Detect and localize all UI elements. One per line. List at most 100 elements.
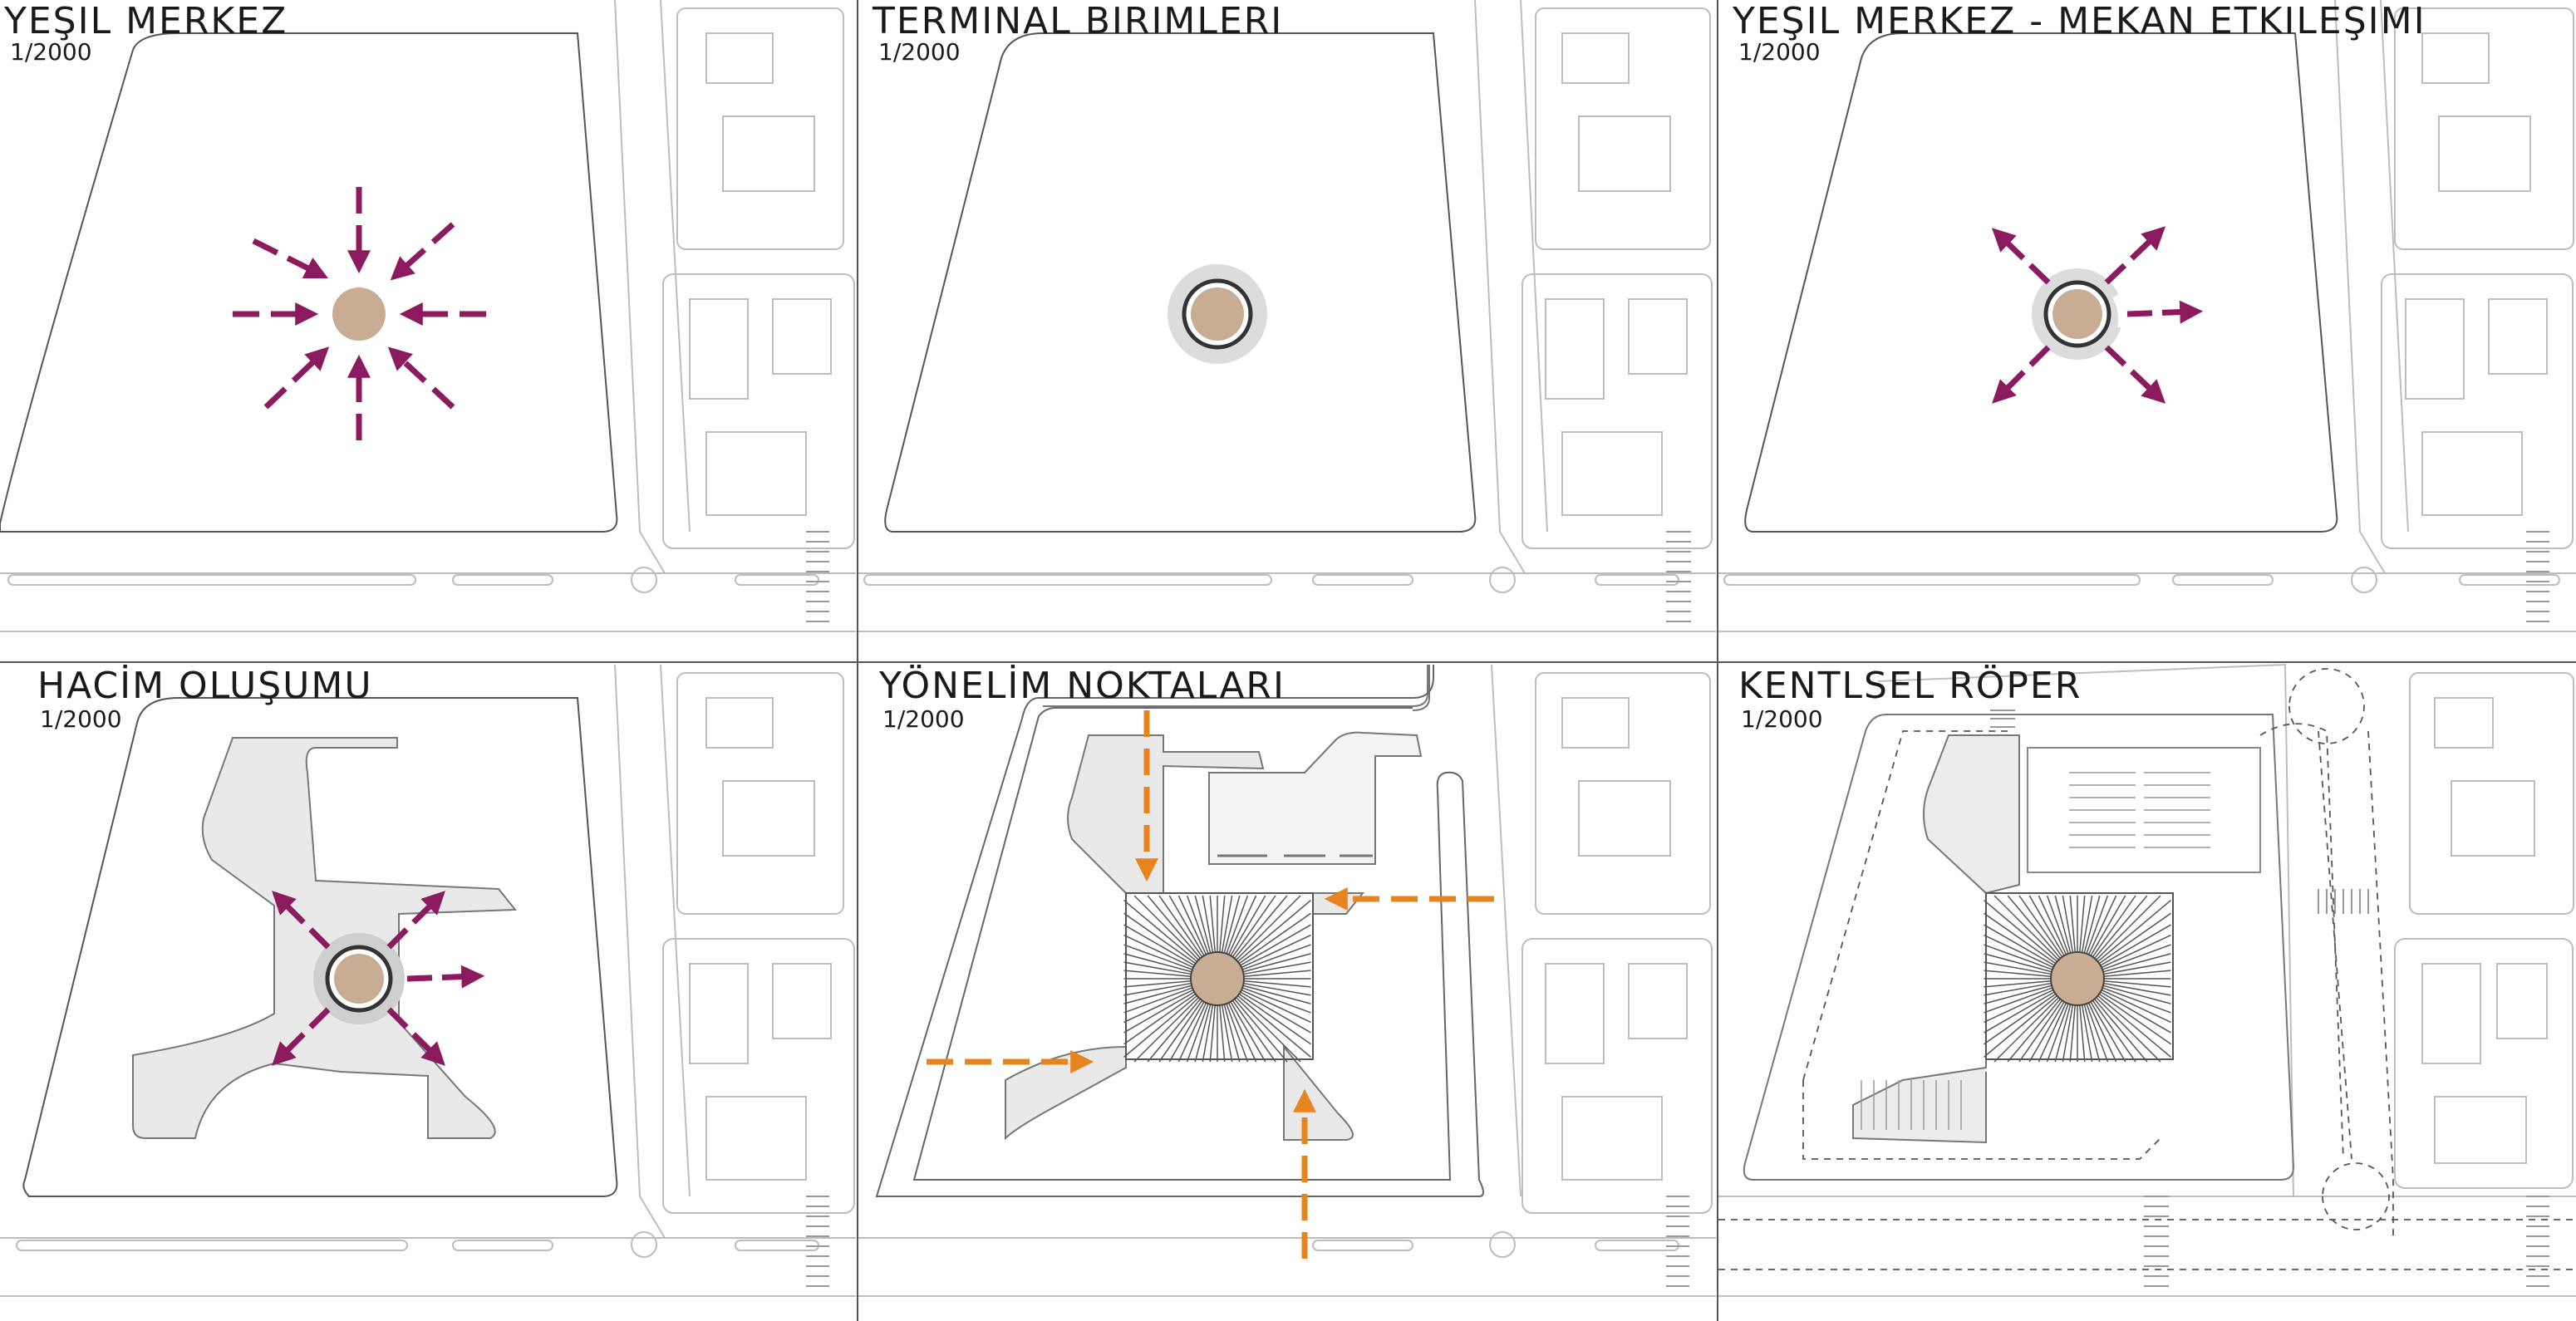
roof-rib (1236, 997, 1301, 1063)
panel-scale: 1/2000 (882, 705, 965, 733)
roof-rib (2069, 895, 2076, 953)
panel-yonelim-noktalari: YÖNELİM NOKTALARI 1/2000 (858, 664, 1716, 1297)
green-core (2052, 289, 2102, 339)
inward-arrows (233, 187, 486, 440)
roof-rib (1241, 934, 1311, 969)
green-core (1190, 951, 1245, 1006)
roof-rib (1230, 895, 1266, 956)
roof-rib (2028, 1001, 2065, 1063)
panel-title: YEŞIL MERKEZ - MEKAN ETKILEŞIMI (1732, 0, 2426, 42)
roof-rib (1237, 900, 1311, 963)
roof-rib (2090, 1001, 2126, 1063)
outward-arrows (1991, 226, 2204, 404)
roof-rib (1241, 944, 1311, 970)
roof-rib (1227, 895, 1257, 955)
roof-rib (1231, 999, 1276, 1063)
roof-rib (1243, 970, 1311, 977)
roof-rib (1123, 991, 1195, 1034)
building-volume (1067, 734, 1265, 894)
roof-rib (1227, 1002, 1257, 1063)
roof-rib (1177, 1002, 1207, 1063)
roof-rib (1123, 982, 1192, 996)
roof-rib (1123, 953, 1192, 973)
traffic-flow-lines (1718, 668, 2576, 1270)
roof-rib (1984, 912, 2057, 965)
parking-lot (2027, 747, 2261, 873)
roof-rib (1230, 1001, 1266, 1063)
roof-rib (2038, 895, 2067, 955)
roof-rib (1236, 895, 1301, 960)
site-road-edge (875, 665, 1484, 1197)
roof-rib (1219, 895, 1226, 953)
roof-rib (1123, 944, 1193, 970)
panel-yesil-merkez: YEŞIL MERKEZ 1/2000 (0, 0, 856, 632)
roof-rib (2103, 980, 2171, 988)
crosswalk (1666, 1196, 1689, 1287)
parking-stalls-sw (1861, 1080, 1962, 1130)
building-annex (1208, 731, 1423, 865)
roof-rib (1202, 1004, 1214, 1063)
roof-rib (1123, 985, 1192, 1004)
building-wing-left (1852, 1043, 1987, 1144)
roof-rib (1984, 994, 2057, 1058)
roof-rib (1123, 934, 1194, 969)
roof-rib (1226, 895, 1249, 955)
site-boundary (1744, 32, 2338, 533)
roof-rib (2102, 944, 2171, 970)
roof-rib (1243, 961, 1311, 975)
roof-rib (1984, 900, 2057, 963)
roof-rib (2102, 987, 2171, 1014)
panel-terminal-birimleri: TERMINAL BIRIMLERI 1/2000 (858, 0, 1716, 632)
roof-rib (1123, 987, 1193, 1014)
roof-rib (1133, 895, 1199, 960)
roof-rib (2054, 895, 2072, 954)
roof-rib (1219, 1004, 1226, 1063)
roof-rib (2093, 999, 2148, 1063)
panel-title: YÖNELİM NOKTALARI (878, 664, 1286, 707)
panel-scale: 1/2000 (10, 38, 92, 66)
roof-rib (2081, 1004, 2093, 1063)
context-map (858, 664, 1716, 1297)
roof-rib (2086, 895, 2109, 955)
roof-rib (1123, 994, 1197, 1058)
roof-rib (1984, 987, 2053, 1014)
site-outline (1743, 714, 2295, 1181)
roof-rib (2103, 982, 2171, 996)
roof-rib (2101, 934, 2171, 969)
roof-rib (2098, 993, 2171, 1045)
roof-rib (1123, 961, 1192, 975)
roof-rib (1202, 895, 1214, 953)
roof-rib (2062, 895, 2074, 953)
roof-rib (1241, 989, 1311, 1024)
roof-rib (1242, 953, 1311, 973)
roof-rib (1233, 999, 1288, 1063)
roof-rib (2062, 1004, 2074, 1063)
roof-rib (1186, 1003, 1209, 1063)
roof-rib (1123, 912, 1197, 965)
panel-title: TERMINAL BIRIMLERI (872, 0, 1283, 42)
roof-rib (1158, 895, 1203, 958)
roof-rib (1984, 991, 2055, 1034)
crosswalk (1668, 531, 2549, 622)
roof-rib (1984, 953, 2052, 973)
roof-rib (2100, 924, 2171, 966)
panel-title: HACİM OLUŞUMU (37, 664, 373, 707)
roof-rib (2090, 895, 2126, 956)
roof-rib (1984, 944, 2053, 970)
roof-rib (1226, 1003, 1249, 1063)
roof-rib (2028, 895, 2065, 956)
roof-rib (2103, 961, 2171, 975)
roof-rib (2087, 1002, 2117, 1063)
panel-scale: 1/2000 (1741, 705, 1823, 733)
roof-rib (2086, 1003, 2109, 1063)
building-volume (132, 737, 518, 1139)
roof-rib (1123, 924, 1195, 966)
radial-roof (1984, 895, 2171, 1063)
roof-rib (1984, 989, 2054, 1024)
roof-rib (1168, 895, 1205, 956)
roof-rib (2103, 970, 2171, 977)
roof-rib (1147, 999, 1202, 1063)
roof-rib (2102, 953, 2171, 973)
